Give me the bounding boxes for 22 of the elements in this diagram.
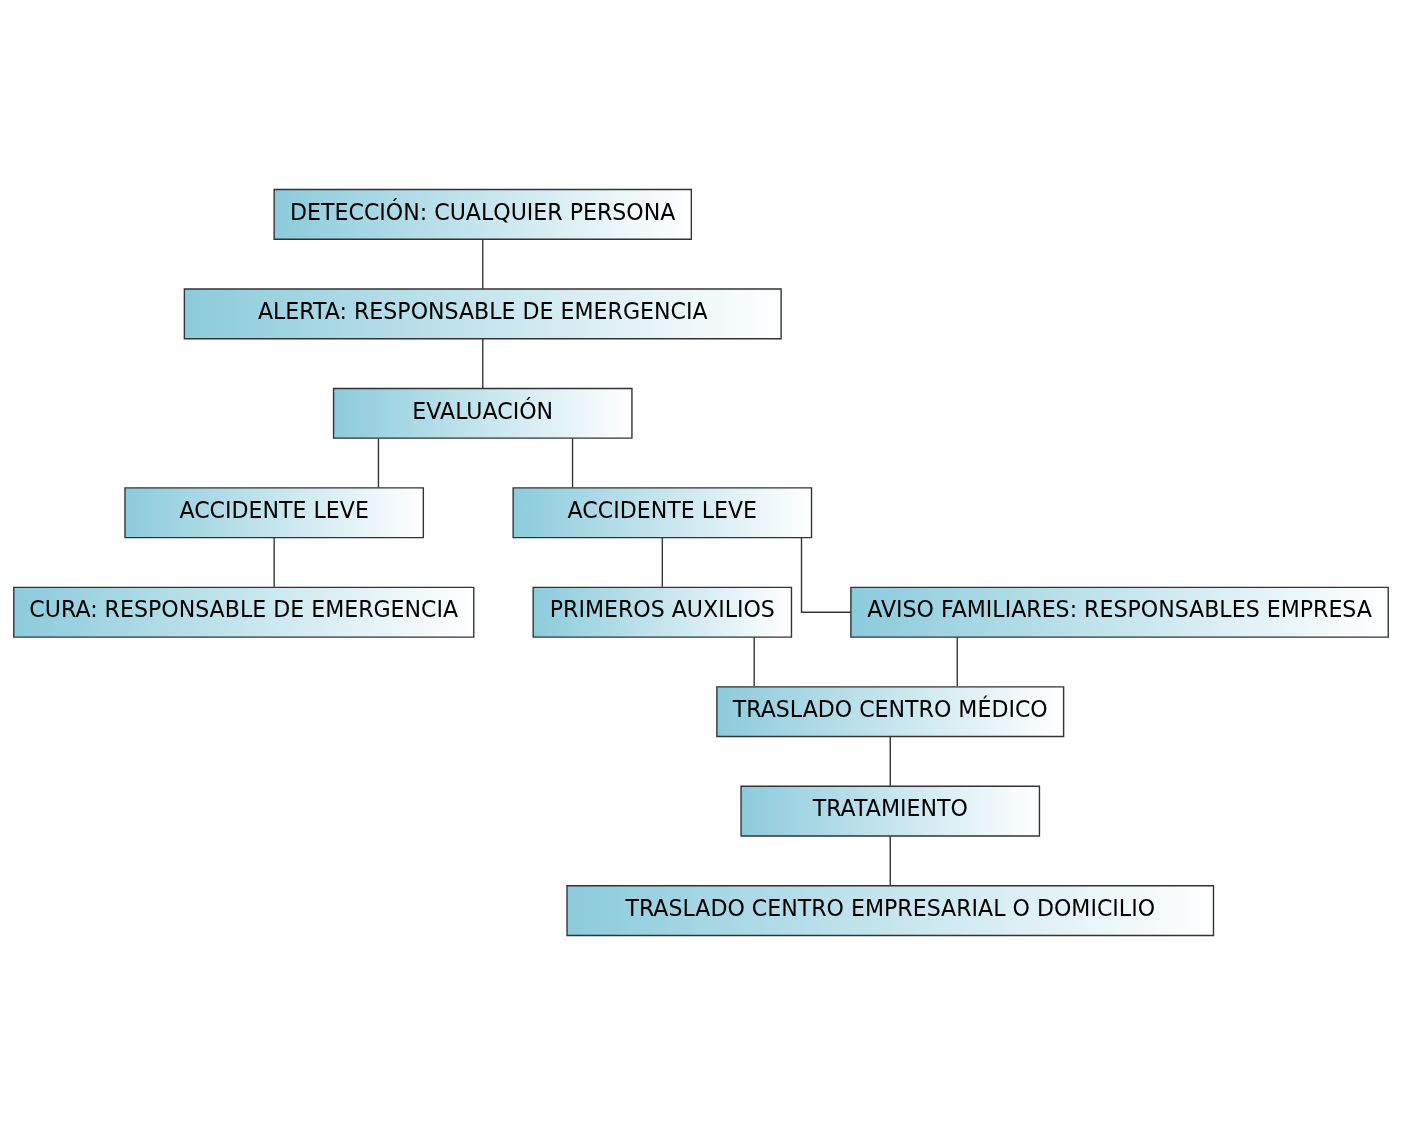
connector xyxy=(273,536,275,587)
connector xyxy=(800,536,852,613)
connector xyxy=(889,735,891,786)
connector xyxy=(889,835,891,886)
node-box: ALERTA: RESPONSABLE DE EMERGENCIA xyxy=(183,287,782,339)
connector xyxy=(956,636,958,687)
connector xyxy=(661,536,663,587)
node-box: DETECCIÓN: CUALQUIER PERSONA xyxy=(273,188,693,240)
connector xyxy=(482,337,484,389)
node-box: PRIMEROS AUXILIOS xyxy=(532,586,793,638)
node-box: EVALUACIÓN xyxy=(332,387,633,439)
node-box: ACCIDENTE LEVE xyxy=(124,486,425,538)
node-box: CURA: RESPONSABLE DE EMERGENCIA xyxy=(13,586,475,638)
node-box: TRASLADO CENTRO MÉDICO xyxy=(716,685,1065,737)
connector xyxy=(753,636,755,687)
connector xyxy=(571,437,574,488)
connector xyxy=(377,437,380,488)
node-box: ACCIDENTE LEVE xyxy=(512,486,813,538)
connector xyxy=(482,238,484,289)
node-box: TRATAMIENTO xyxy=(740,785,1041,837)
node-box: TRASLADO CENTRO EMPRESARIAL O DOMICILIO xyxy=(566,884,1215,936)
node-box: AVISO FAMILIARES: RESPONSABLES EMPRESA xyxy=(850,586,1389,638)
